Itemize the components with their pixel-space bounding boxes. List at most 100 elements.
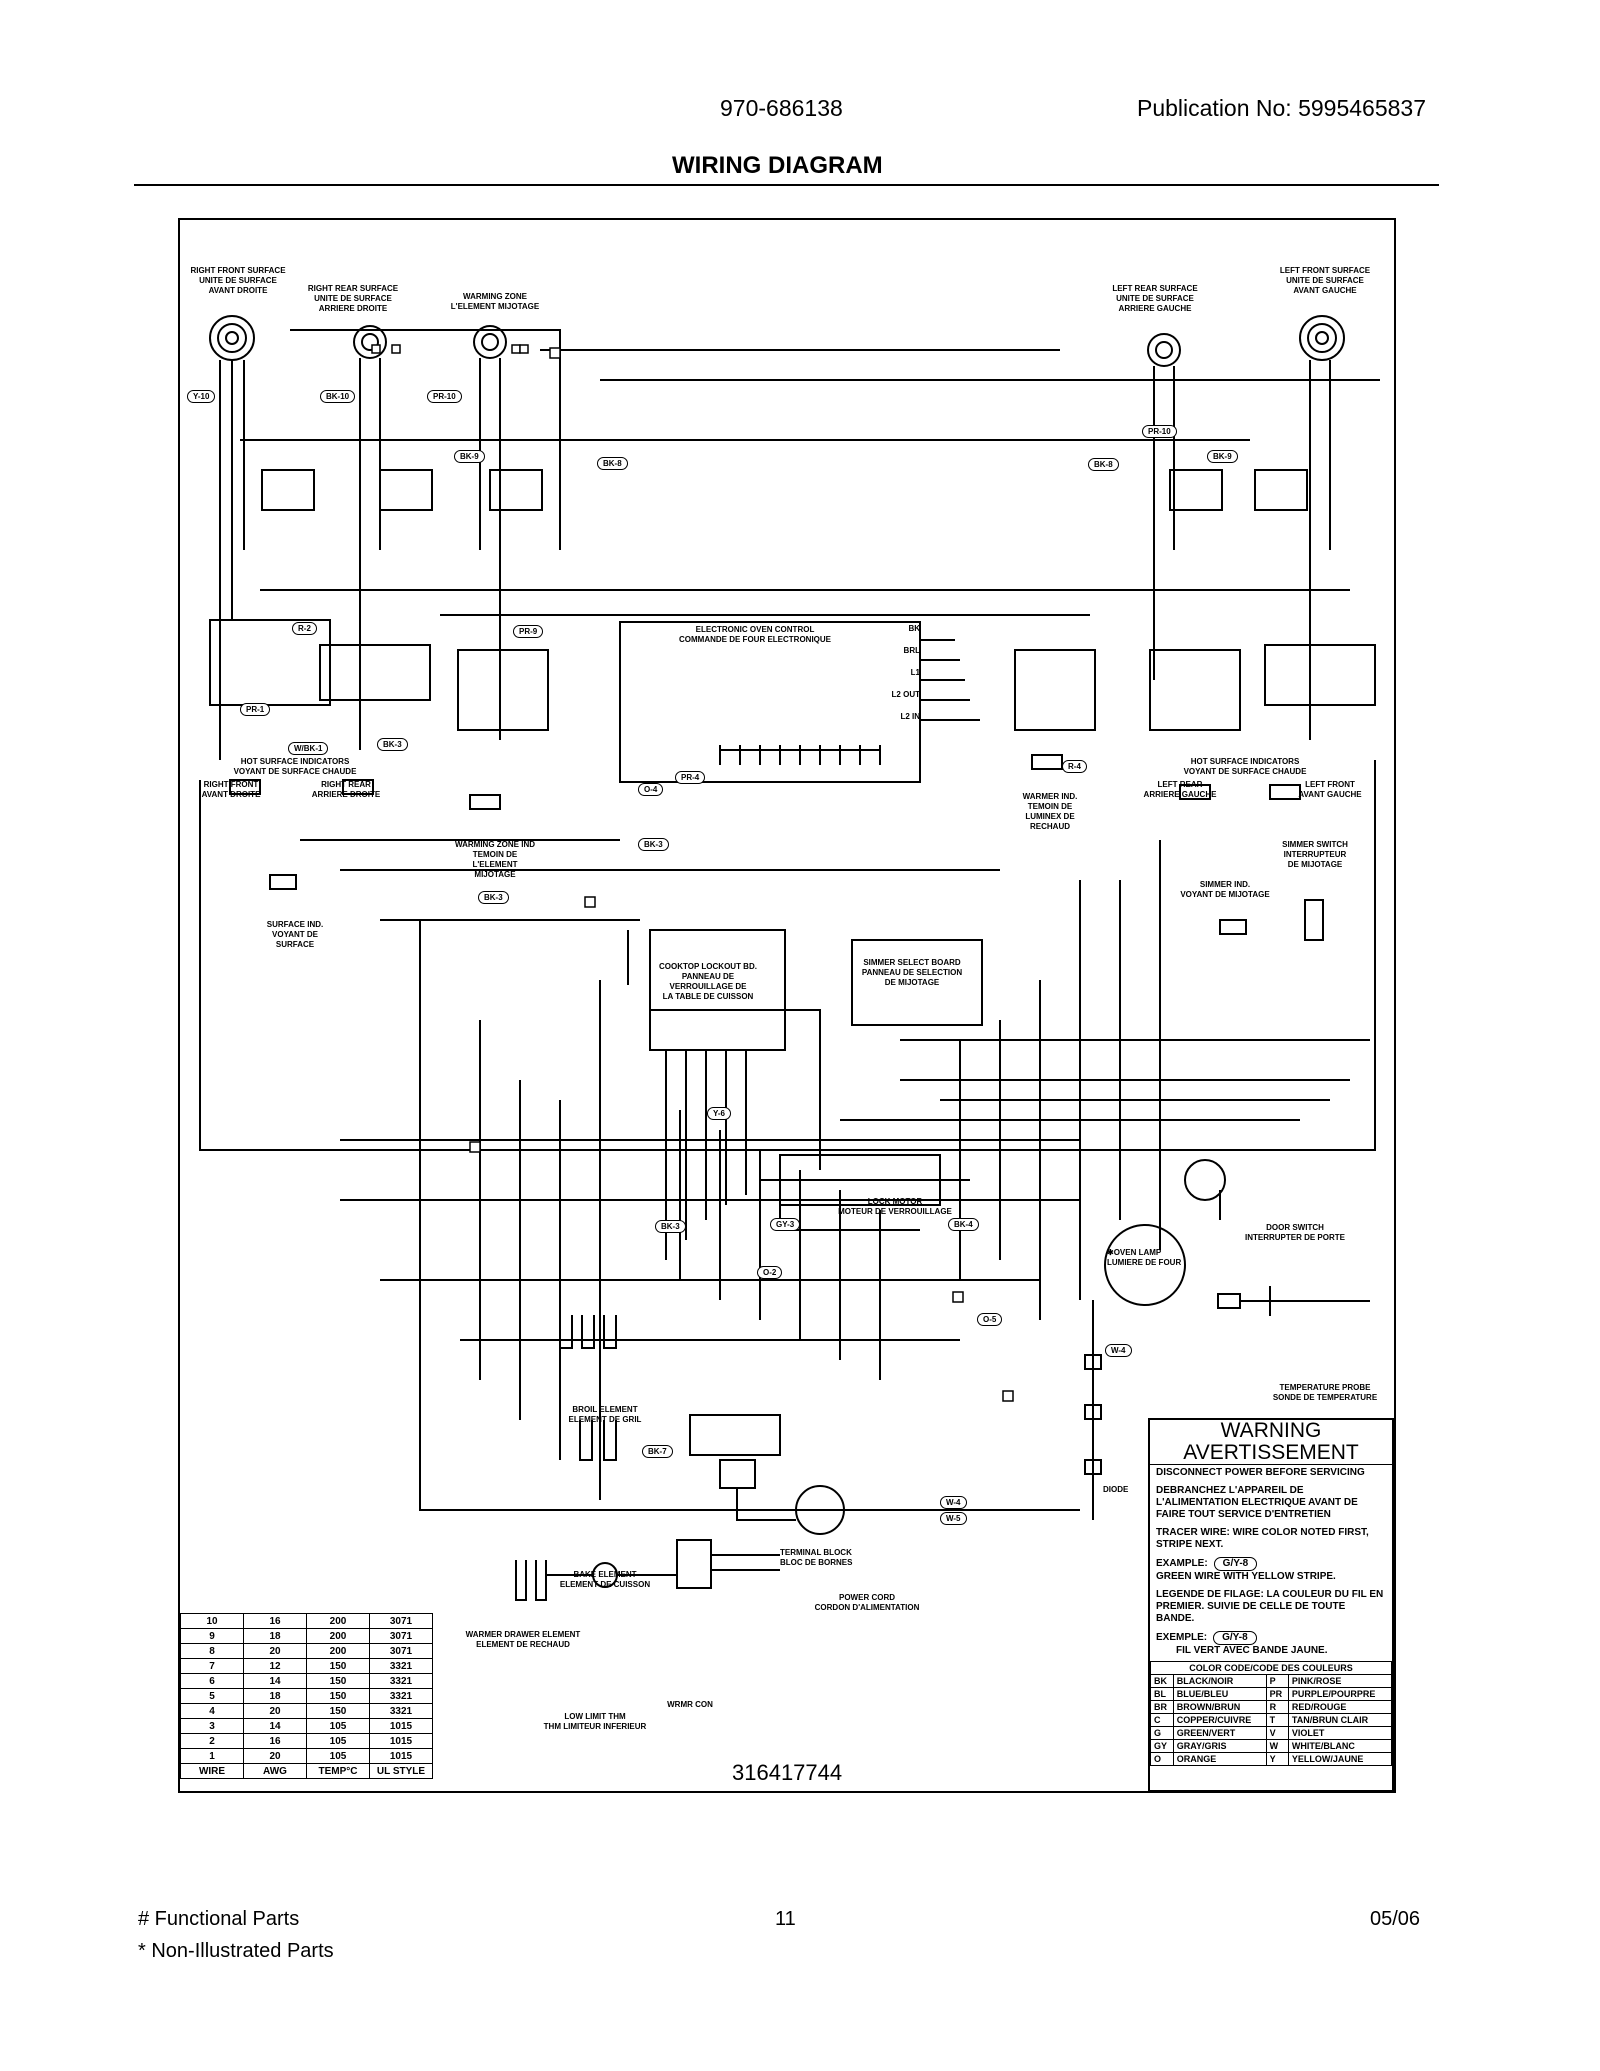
low-limit-label: LOW LIMIT THM THM LIMITEUR INFERIEUR <box>543 1712 647 1731</box>
model-number: 970-686138 <box>720 95 843 121</box>
bake-element-label: BAKE ELEMENT ELEMENT DE CUISSON <box>559 1570 651 1589</box>
warmer-drawer-label: WARMER DRAWER ELEMENT ELEMENT DE RECHAUD <box>465 1630 581 1649</box>
electronic-oven-control-board <box>619 621 921 783</box>
wire-tag: BK-3 <box>638 838 669 851</box>
eoc-label: ELECTRONIC OVEN CONTROL COMMANDE DE FOUR… <box>679 625 831 644</box>
warning-line: TRACER WIRE: WIRE COLOR NOTED FIRST, STR… <box>1156 1527 1369 1550</box>
wire-tag: W-4 <box>1105 1344 1132 1357</box>
rr-surface-coil-icon <box>353 325 387 359</box>
warmer-connector <box>676 1539 712 1589</box>
wire-tag: W/BK-1 <box>288 742 329 755</box>
page-title: WIRING DIAGRAM <box>672 152 883 179</box>
simmer-ind-label: SIMMER IND. VOYANT DE MIJOTAGE <box>1180 880 1270 899</box>
wire-tag: W-5 <box>940 1512 967 1525</box>
door-switch-label: DOOR SWITCH INTERRUPTER DE PORTE <box>1244 1223 1345 1242</box>
wire-tag: R-2 <box>292 622 317 635</box>
broil-element-icon <box>559 1315 617 1349</box>
wire-tag: BK-9 <box>454 450 485 463</box>
warning-exemple: EXEMPLE: <box>1156 1632 1208 1643</box>
diode-label: DIODE <box>1103 1485 1129 1494</box>
power-cord-plug-icon <box>795 1485 845 1535</box>
eoc-pin-l2-out: L2 OUT <box>891 690 920 699</box>
hsi-right-front-label: RIGHT FRONT AVANT DROITE <box>201 780 261 799</box>
hsi-right-label: HOT SURFACE INDICATORS VOYANT DE SURFACE… <box>233 757 357 776</box>
rr-surface-label: RIGHT REAR SURFACE UNITE DE SURFACE ARRI… <box>307 284 399 313</box>
eoc-pin-brl: BRL <box>903 646 920 655</box>
lf-surface-label: LEFT FRONT SURFACE UNITE DE SURFACE AVAN… <box>1279 266 1371 295</box>
wire-tag: PR-10 <box>1142 425 1177 438</box>
simmer-select-board <box>851 939 983 1026</box>
wire-tag: O-2 <box>757 1266 783 1279</box>
rf-surface-coil-icon <box>209 315 255 361</box>
hsi-right-rear-label: RIGHT REAR ARRIERE DROITE <box>311 780 381 799</box>
wire-tag: PR-4 <box>675 771 706 784</box>
wire-tag: R-4 <box>1062 760 1087 773</box>
warning-box: WARNING AVERTISSEMENT DISCONNECT POWER B… <box>1148 1418 1394 1792</box>
example-wire-tag: G/Y-8 <box>1213 1557 1258 1571</box>
oven-lamp-icon <box>1104 1224 1186 1306</box>
lock-motor-label: LOCK MOTOR MOTEUR DE VERROUILLAGE <box>838 1197 952 1216</box>
cooktop-lockout-label: COOKTOP LOCKOUT BD. PANNEAU DE VERROUILL… <box>659 962 757 1001</box>
wire-tag: BK-9 <box>1207 450 1238 463</box>
wire-tag: BK-8 <box>1088 458 1119 471</box>
lf-surface-coil-icon <box>1299 315 1345 361</box>
simmer-select-label: SIMMER SELECT BOARD PANNEAU DE SELECTION… <box>861 958 963 987</box>
warning-line: LEGENDE DE FILAGE: LA COULEUR DU FIL EN … <box>1156 1589 1384 1624</box>
warning-title: WARNING <box>1220 1419 1322 1442</box>
wire-tag: Y-10 <box>187 390 216 403</box>
terminal-block-label: TERMINAL BLOCK BLOC DE BORNES <box>780 1548 853 1567</box>
cooktop-lockout-board <box>649 929 786 1051</box>
exemple-wire-tag: G/Y-8 <box>1213 1631 1257 1645</box>
warmer-ind-label: WARMER IND. TEMOIN DE LUMINEX DE RECHAUD <box>1022 792 1078 831</box>
wire-tag: BK-3 <box>655 1220 686 1233</box>
warning-line: GREEN WIRE WITH YELLOW STRIPE. <box>1156 1571 1336 1582</box>
terminal-block <box>689 1414 781 1456</box>
wire-tag: PR-10 <box>427 390 462 403</box>
warning-line: DEBRANCHEZ L'APPAREIL DE L'ALIMENTATION … <box>1156 1485 1358 1520</box>
lr-surface-label: LEFT REAR SURFACE UNITE DE SURFACE ARRIE… <box>1112 284 1198 313</box>
wire-tag: PR-1 <box>240 703 271 716</box>
hsi-left-front-label: LEFT FRONT AVANT GAUCHE <box>1298 780 1362 799</box>
wire-tag: O-4 <box>638 783 664 796</box>
warning-line: DISCONNECT POWER BEFORE SERVICING <box>1156 1467 1365 1478</box>
footer-non-illustrated: * Non-Illustrated Parts <box>138 1940 334 1962</box>
wire-tag: O-5 <box>977 1313 1003 1326</box>
wire-tag: BK-3 <box>377 738 408 751</box>
publication-number: Publication No: 5995465837 <box>1137 95 1427 121</box>
wire-tag: PR-9 <box>513 625 544 638</box>
warning-line: FIL VERT AVEC BANDE JAUNE. <box>1176 1645 1328 1656</box>
header-rule <box>134 184 1439 186</box>
eoc-pin-bk: BK <box>908 624 920 633</box>
wire-tag: BK-4 <box>948 1218 979 1231</box>
diagram-frame <box>178 218 1396 1793</box>
hsi-left-rear-label: LEFT REAR ARRIERE GAUCHE <box>1143 780 1217 799</box>
rf-surface-label: RIGHT FRONT SURFACE UNITE DE SURFACE AVA… <box>190 266 286 295</box>
warming-zone-ind-label: WARMING ZONE IND TEMOIN DE L'ELEMENT MIJ… <box>455 840 535 879</box>
diagram-number: 316417744 <box>732 1760 843 1785</box>
wire-tag: BK-3 <box>478 891 509 904</box>
eoc-pin-l2-in: L2 IN <box>900 712 920 721</box>
warming-zone-coil-icon <box>473 325 507 359</box>
wire-tag: W-4 <box>940 1496 967 1509</box>
footer-functional-parts: # Functional Parts <box>138 1908 300 1930</box>
wire-tag: BK-10 <box>320 390 356 403</box>
oven-lamp-label: ✱OVEN LAMP LUMIERE DE FOUR <box>1107 1248 1182 1267</box>
wire-tag: BK-8 <box>597 457 628 470</box>
lr-surface-coil-icon <box>1147 333 1181 367</box>
warning-title-fr: AVERTISSEMENT <box>1150 1442 1392 1465</box>
wire-tag: GY-3 <box>770 1218 801 1231</box>
